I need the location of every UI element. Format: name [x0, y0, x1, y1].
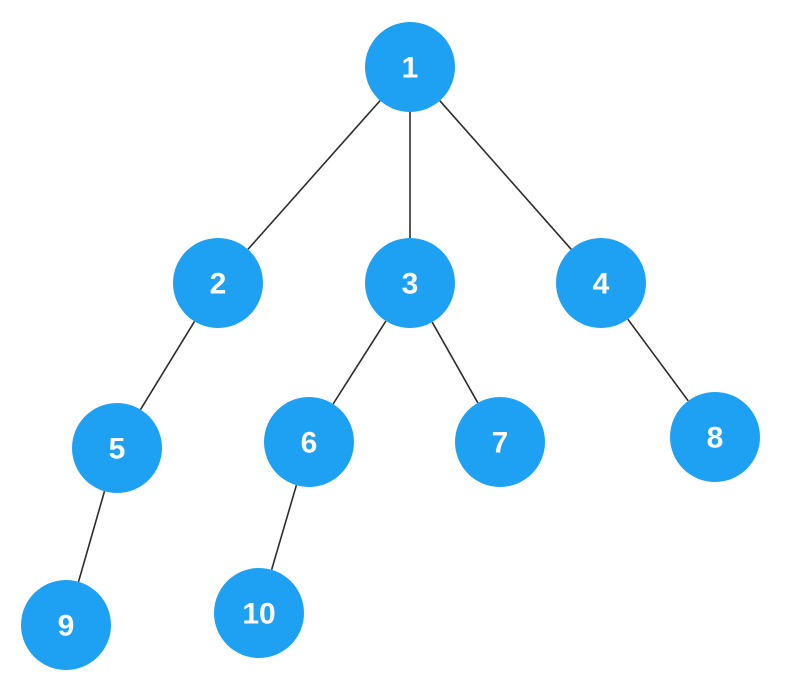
- edge-6-10: [270, 484, 298, 571]
- node-circle: [670, 392, 760, 482]
- node-10: 10: [214, 568, 304, 658]
- edge-1-2: [247, 100, 381, 250]
- node-circle: [365, 22, 455, 112]
- node-label: 1: [402, 52, 419, 85]
- node-7: 7: [455, 397, 545, 487]
- node-5: 5: [72, 403, 162, 493]
- edge-2-5: [139, 320, 196, 411]
- node-label: 10: [242, 598, 275, 631]
- node-8: 8: [670, 392, 760, 482]
- node-2: 2: [173, 238, 263, 328]
- node-circle: [214, 568, 304, 658]
- tree-edges: [77, 100, 689, 583]
- node-4: 4: [556, 238, 646, 328]
- node-1: 1: [365, 22, 455, 112]
- node-circle: [21, 580, 111, 670]
- node-label: 3: [402, 268, 419, 301]
- node-6: 6: [264, 397, 354, 487]
- tree-nodes: 1 2 3 4 5 6 7 8 9 10: [21, 22, 760, 670]
- node-label: 7: [492, 427, 509, 460]
- node-circle: [455, 397, 545, 487]
- node-circle: [365, 238, 455, 328]
- edge-4-8: [627, 318, 689, 402]
- node-label: 5: [109, 433, 126, 466]
- node-3: 3: [365, 238, 455, 328]
- node-circle: [72, 403, 162, 493]
- edge-3-6: [332, 320, 387, 405]
- edge-5-9: [77, 490, 106, 583]
- node-circle: [556, 238, 646, 328]
- node-circle: [264, 397, 354, 487]
- node-label: 4: [593, 268, 610, 301]
- edge-3-7: [431, 321, 479, 404]
- edge-1-4: [439, 100, 572, 250]
- node-label: 6: [301, 427, 318, 460]
- node-label: 2: [210, 268, 227, 301]
- node-circle: [173, 238, 263, 328]
- node-label: 9: [58, 610, 75, 643]
- node-9: 9: [21, 580, 111, 670]
- node-label: 8: [707, 422, 724, 455]
